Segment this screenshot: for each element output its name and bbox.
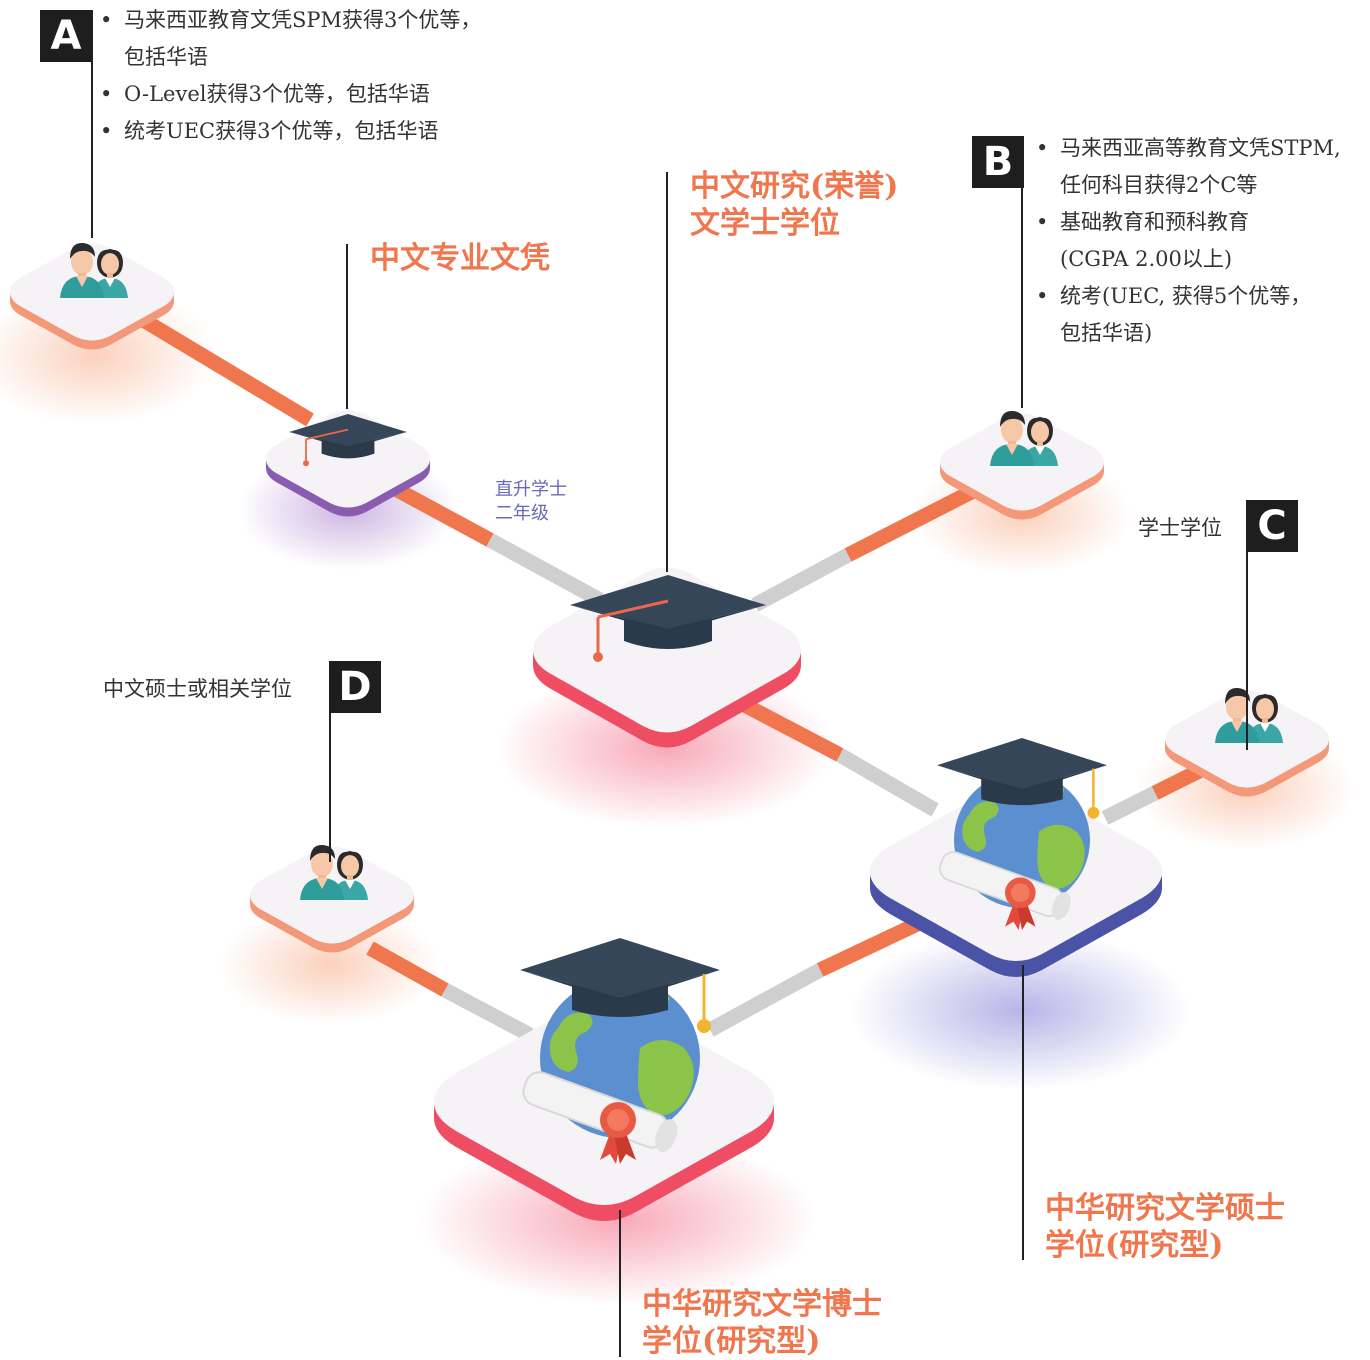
tile-phd xyxy=(434,936,774,1221)
leader-line-b xyxy=(1021,138,1023,408)
requirement-a-2: O-Level获得3个优等，包括华语 xyxy=(100,76,520,113)
tile-entry-d xyxy=(250,844,414,953)
glow-d xyxy=(220,905,440,1025)
caption-c: 学士学位 xyxy=(1138,516,1222,540)
badge-c: C xyxy=(1246,500,1298,552)
glow-master xyxy=(850,930,1190,1090)
badge-b: B xyxy=(972,136,1024,188)
tile-entry-a xyxy=(10,242,174,350)
leader-line-a xyxy=(91,10,93,238)
leader-line-diploma xyxy=(346,244,348,409)
requirement-b-1: 马来西亚高等教育文凭STPM, 任何科目获得2个C等 xyxy=(1036,130,1366,204)
leader-line-d xyxy=(329,712,331,862)
connector-d-phd xyxy=(366,941,534,1042)
requirement-a-3: 统考UEC获得3个优等，包括华语 xyxy=(100,113,520,150)
connector-b-bachelor xyxy=(751,478,989,612)
badge-d: D xyxy=(329,661,381,713)
tile-bachelor xyxy=(533,567,801,748)
transfer-note: 直升学士 二年级 xyxy=(495,479,567,524)
caption-d: 中文硕士或相关学位 xyxy=(103,677,292,701)
leader-line-c xyxy=(1246,550,1248,750)
connector-master-phd xyxy=(706,911,934,1037)
requirement-b-2: 基础教育和预科教育 (CGPA 2.00以上) xyxy=(1036,204,1366,278)
program-title-phd: 中华研究文学博士 学位(研究型) xyxy=(642,1287,882,1359)
leader-line-master xyxy=(1022,965,1024,1260)
connector-a-diploma xyxy=(136,311,314,427)
requirement-a-1: 马来西亚教育文凭SPM获得3个优等， 包括华语 xyxy=(100,2,520,76)
program-title-diploma: 中文专业文凭 xyxy=(370,241,550,276)
requirement-b-3: 统考(UEC, 获得5个优等， 包括华语) xyxy=(1036,278,1366,352)
requirements-b: 马来西亚高等教育文凭STPM, 任何科目获得2个C等 基础教育和预科教育 (CG… xyxy=(1036,130,1366,352)
tile-entry-b xyxy=(940,410,1104,520)
leader-line-phd xyxy=(619,1210,621,1357)
connector-diploma-bachelor xyxy=(386,479,604,607)
badge-a: A xyxy=(40,10,92,62)
tile-master xyxy=(870,736,1162,977)
leader-line-bachelor xyxy=(666,172,668,572)
program-title-bachelor: 中文研究(荣誉) 文学士学位 xyxy=(690,169,899,241)
connector-bachelor-master xyxy=(731,693,939,817)
requirements-a: 马来西亚教育文凭SPM获得3个优等， 包括华语 O-Level获得3个优等，包括… xyxy=(100,2,520,150)
tile-diploma xyxy=(266,410,430,517)
program-title-master: 中华研究文学硕士 学位(研究型) xyxy=(1045,1191,1285,1263)
